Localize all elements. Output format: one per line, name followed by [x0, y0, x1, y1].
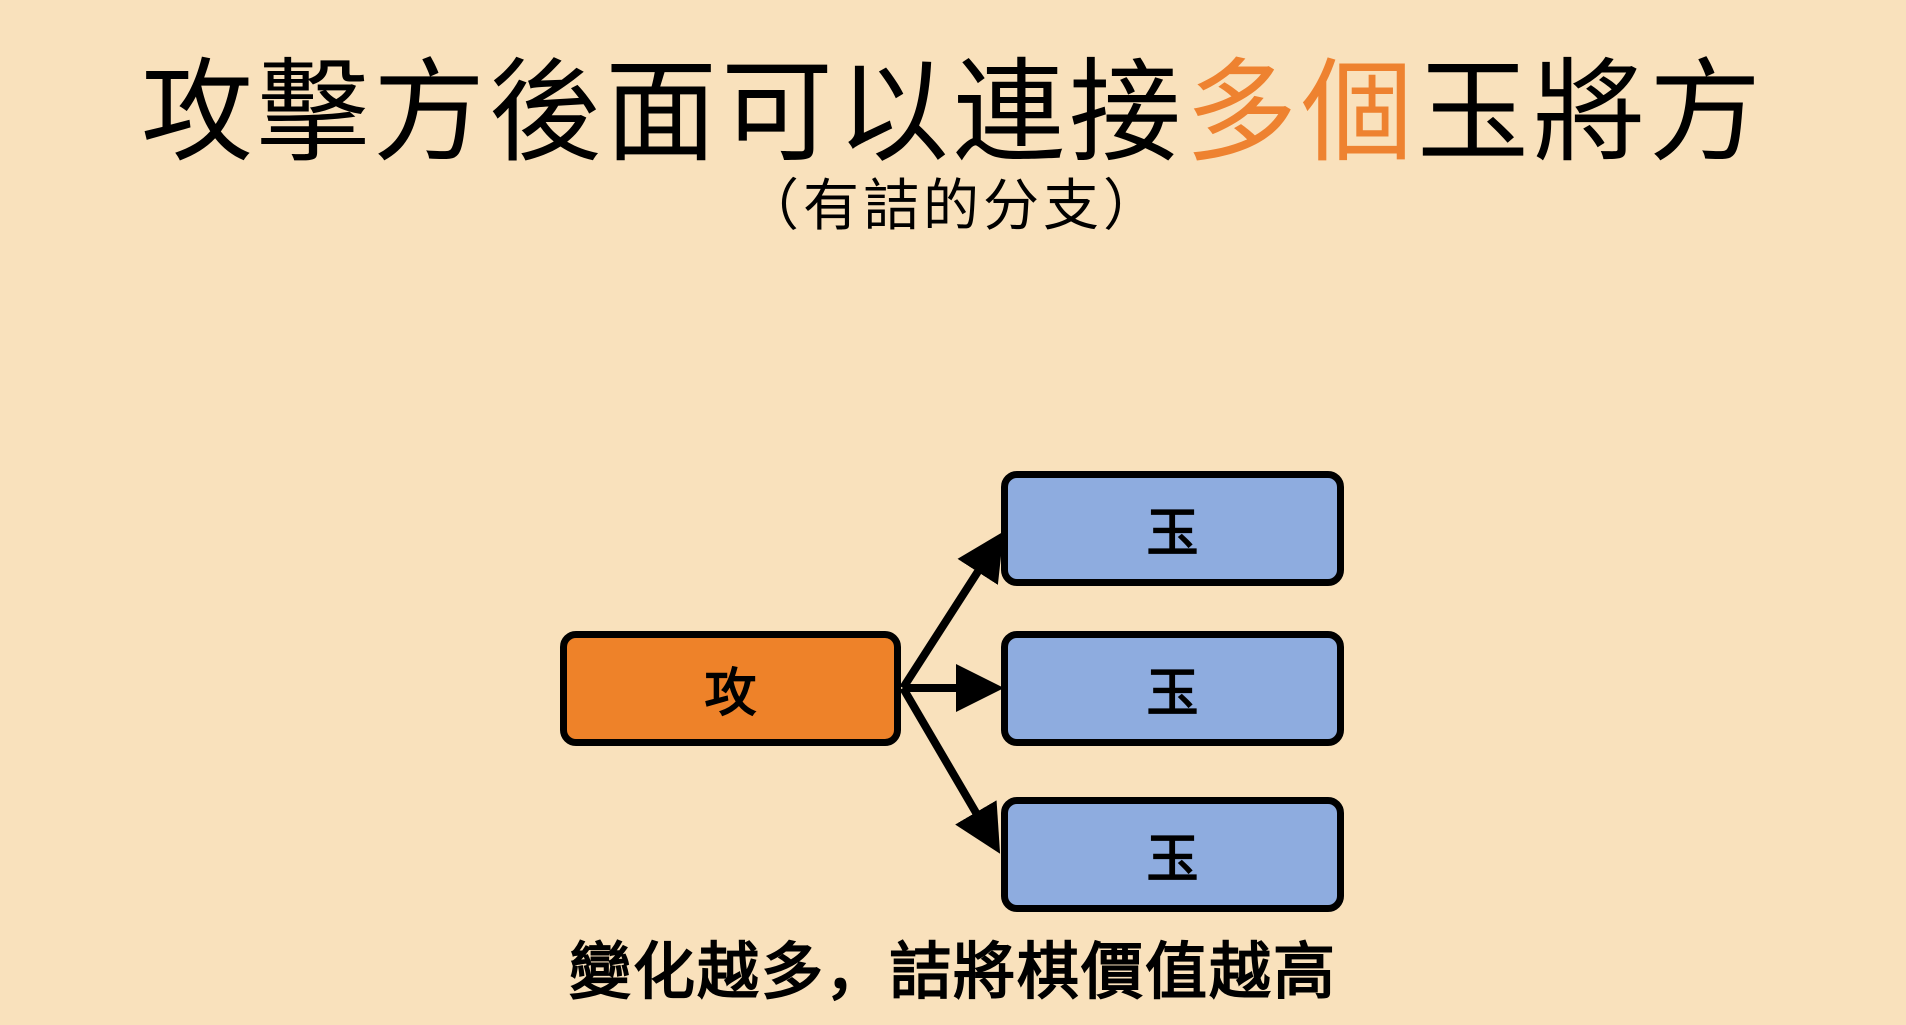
king-node-2: 玉	[1001, 631, 1344, 746]
arrow-to-king-3	[899, 685, 1001, 854]
king-node-3: 玉	[1001, 797, 1344, 912]
arrow-to-king-1	[899, 531, 1004, 691]
page-subtitle: （有詰的分支）	[743, 174, 1163, 239]
title-highlight: 多個	[1185, 48, 1417, 178]
king-node-1: 玉	[1001, 471, 1344, 586]
title-part-1: 攻擊方後面可以連接	[141, 48, 1185, 178]
attacker-node-label: 攻	[704, 664, 757, 724]
king-node-1-label: 玉	[1146, 504, 1199, 564]
title-part-2: 玉將方	[1417, 48, 1765, 178]
king-node-3-label: 玉	[1146, 830, 1199, 890]
page-title: 攻擊方後面可以連接多個玉將方	[0, 48, 1906, 178]
footer-caption: 變化越多，詰將棋價值越高	[568, 935, 1337, 1008]
king-node-2-label: 玉	[1146, 664, 1199, 724]
attacker-node: 攻	[560, 631, 901, 746]
